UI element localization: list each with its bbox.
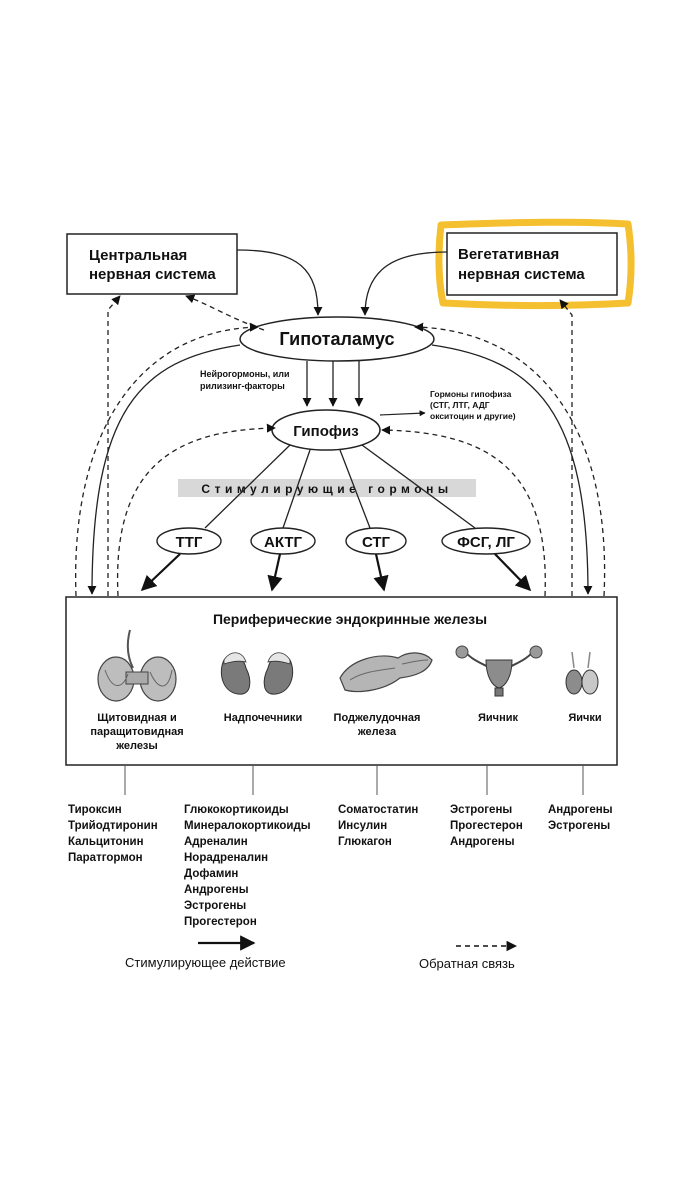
hormone-item: Адреналин	[184, 836, 248, 848]
hormone-item: Кальцитонин	[68, 836, 144, 848]
feedback-glands-to-ans	[559, 299, 573, 596]
arrow-pituitary-hormones	[379, 410, 426, 417]
arrow-hypothalamus-to-cns-feedback	[185, 294, 265, 331]
ttg-label: ТТГ	[176, 534, 203, 551]
feedback-glands-to-pituitary-right	[381, 425, 546, 597]
stimulating-hormones-label: Стимулирующие гормоны	[201, 482, 452, 496]
gland-label-adrenal: Надпочечники	[224, 712, 302, 724]
gland-label-ovary: Яичник	[478, 712, 518, 724]
pituitary-label: Гипофиз	[293, 423, 358, 440]
cns-label-line1: Центральная	[89, 247, 187, 264]
cns-label-line2: нервная система	[89, 266, 216, 283]
ovary-icon	[455, 645, 543, 697]
gland-label-pancreas-2: железа	[357, 726, 397, 738]
line-pit-ttg	[204, 444, 291, 529]
feedback-glands-to-pituitary-left	[116, 423, 276, 597]
neurohormones-line2: рилизинг-факторы	[200, 381, 285, 391]
cns-box: Центральная нервная система	[66, 233, 238, 295]
hormone-item: Трийодтиронин	[68, 820, 158, 832]
aktg-label: АКТГ	[264, 534, 303, 551]
hormone-item: Эстрогены	[450, 804, 512, 816]
ans-box: Вегетативная нервная система	[435, 218, 635, 310]
peripheral-glands-title: Периферические эндокринные железы	[213, 611, 487, 627]
stimulus-hypothalamus-to-glands-left	[87, 344, 241, 595]
fsg-label: ФСГ, ЛГ	[457, 534, 515, 551]
hormone-list-testes: Андрогены Эстрогены	[548, 804, 613, 832]
hypothalamus-node: Гипоталамус	[239, 316, 435, 362]
hormone-item: Паратгормон	[68, 852, 143, 864]
arrow-ttg-to-glands	[140, 553, 181, 592]
legend-feedback-label: Обратная связь	[419, 956, 515, 971]
feedback-glands-to-cns	[107, 295, 121, 596]
hormone-item: Минералокортикоиды	[184, 820, 311, 832]
stg-node: СТГ	[345, 527, 407, 555]
pituitary-hormones-line1: Гормоны гипофиза	[430, 389, 512, 399]
pituitary-hormones-line3: окситоцин и другие)	[430, 411, 516, 421]
hormone-item: Глюкагон	[338, 836, 392, 848]
hormone-list-thyroid: Тироксин Трийодтиронин Кальцитонин Парат…	[68, 804, 158, 864]
testes-icon	[565, 651, 599, 695]
arrow-ans-to-hypothalamus	[360, 251, 448, 316]
arrow-fsg-to-glands	[494, 553, 532, 592]
hormone-item: Прогестерон	[184, 916, 257, 928]
hormone-item: Норадреналин	[184, 852, 268, 864]
aktg-node: АКТГ	[250, 527, 316, 555]
arrow-stg-to-glands	[373, 553, 389, 592]
highlight-frame	[435, 218, 635, 310]
hormone-list-pancreas: Соматостатин Инсулин Глюкагон	[338, 804, 418, 848]
legend-feedback: Обратная связь	[419, 940, 518, 971]
thyroid-icon	[97, 629, 177, 702]
hormone-list-adrenal: Глюкокортикоиды Минералокортикоиды Адрен…	[184, 804, 311, 928]
gland-label-testes: Яички	[568, 712, 601, 724]
legend-stimulating: Стимулирующее действие	[125, 935, 286, 970]
arrow-cns-to-hypothalamus	[236, 249, 323, 316]
line-pit-aktg	[282, 449, 311, 529]
legend-stimulating-label: Стимулирующее действие	[125, 955, 286, 970]
hormone-list-ovary: Эстрогены Прогестерон Андрогены	[450, 804, 523, 848]
hypothalamus-label: Гипоталамус	[279, 329, 394, 349]
hormone-item: Андрогены	[450, 836, 515, 848]
hormone-item: Андрогены	[548, 804, 613, 816]
pancreas-icon	[339, 652, 433, 693]
hormone-item: Тироксин	[68, 804, 122, 816]
stimulating-hormones-band: Стимулирующие гормоны	[178, 479, 476, 497]
line-pit-fsg	[361, 444, 476, 529]
fsg-node: ФСГ, ЛГ	[441, 527, 531, 555]
line-pit-stg	[339, 449, 371, 529]
hormone-item: Прогестерон	[450, 820, 523, 832]
ans-label-line1: Вегетативная	[458, 246, 559, 263]
pituitary-node: Гипофиз	[271, 409, 381, 451]
ttg-node: ТТГ	[156, 527, 222, 555]
ans-label-line2: нервная система	[458, 266, 585, 283]
gland-label-thyroid-2: паращитовидная	[90, 726, 183, 738]
feedback-glands-to-hypothalamus-left	[75, 322, 259, 597]
adrenal-icon	[220, 652, 294, 695]
feedback-glands-to-hypothalamus-right	[414, 322, 606, 597]
pituitary-hormones-line2: (СТГ, ЛТГ, АДГ	[430, 400, 490, 410]
neurohormones-line1: Нейрогормоны, или	[200, 369, 289, 379]
hormone-item: Андрогены	[184, 884, 249, 896]
hormone-item: Глюкокортикоиды	[184, 804, 289, 816]
hormone-item: Соматостатин	[338, 804, 418, 816]
arrow-aktg-to-glands	[267, 553, 283, 592]
hormone-item: Инсулин	[338, 820, 387, 832]
gland-label-thyroid-3: железы	[115, 740, 158, 752]
hormone-item: Эстрогены	[184, 900, 246, 912]
stg-label: СТГ	[362, 534, 391, 551]
hormone-item: Дофамин	[184, 868, 238, 880]
gland-label-thyroid-1: Щитовидная и	[97, 712, 176, 724]
gland-label-pancreas-1: Поджелудочная	[334, 712, 421, 724]
hormone-item: Эстрогены	[548, 820, 610, 832]
stimulus-hypothalamus-to-glands-right	[431, 344, 593, 595]
